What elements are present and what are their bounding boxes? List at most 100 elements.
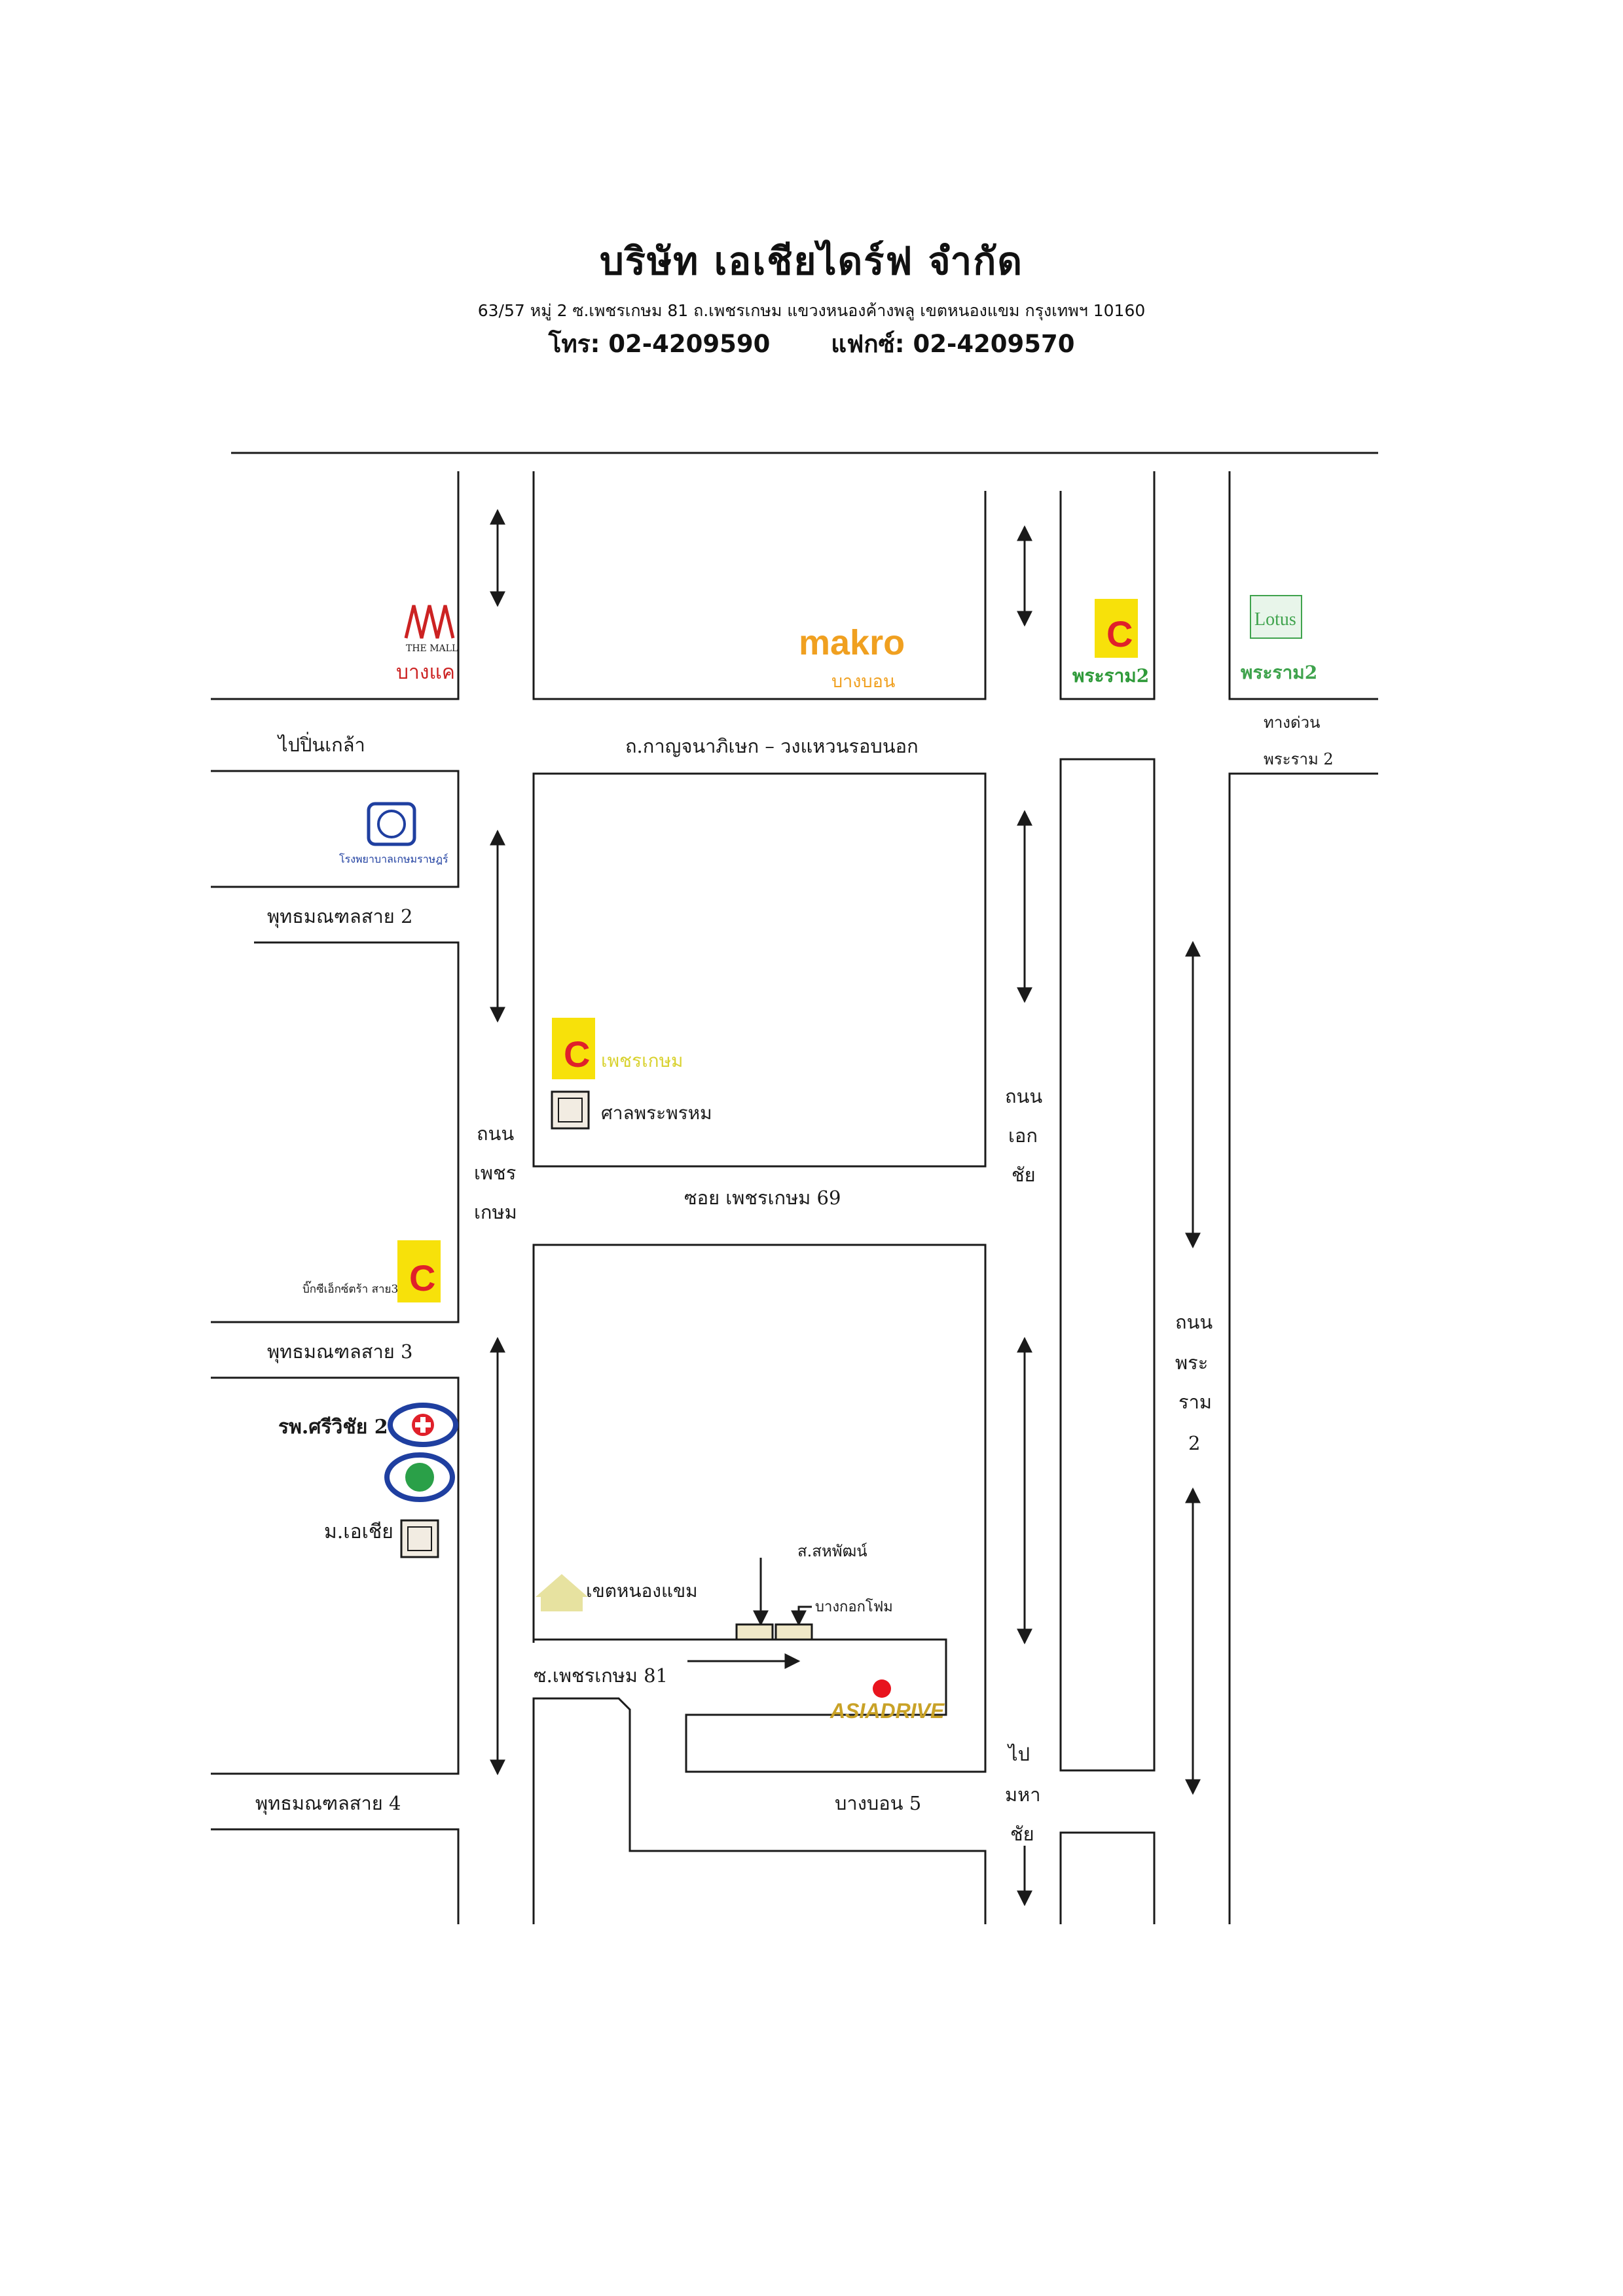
bigc-logo — [1095, 599, 1138, 658]
sriwichai-hospital-icon — [388, 1403, 458, 1447]
company-name: บริษัท เอเชียไดร์ฟ จำกัด — [599, 239, 1024, 283]
neighbour-buildings: ส.สหพัฒน์ บางกอกโฟม — [735, 1542, 893, 1641]
shrine-icon-inner — [558, 1098, 583, 1122]
hospital-globe-icon — [377, 810, 406, 838]
brahma-shrine-landmark: ศาลพระพรหม — [551, 1090, 712, 1130]
hospital-name-text: โรงพยาบาลเกษมราษฎร์ — [339, 853, 448, 865]
lotus-landmark: Lotus พระราม2 — [1241, 595, 1317, 683]
bigc-extra-logo-letter: C — [409, 1257, 435, 1299]
contact-line: โทร: 02-4209590 แฟกซ์: 02-4209570 — [0, 325, 1623, 363]
bangkok-foam-label: บางกอกโฟม — [815, 1598, 893, 1615]
s-sahapat-building — [735, 1623, 774, 1641]
bigc-phetkasem-landmark: C เพชรเกษม — [552, 1018, 684, 1079]
label-soi-phetkasem-81: ซ.เพชรเกษม 81 — [534, 1664, 668, 1687]
label-ekkachai-road-2: เอก — [1008, 1124, 1038, 1147]
asiadrive-destination: ASIADRIVE — [830, 1679, 945, 1723]
road-lines — [211, 452, 1378, 1924]
the-mall-branch-label: บางแค — [396, 661, 455, 684]
asiadrive-logo: ASIADRIVE — [830, 1699, 945, 1723]
bigc-extra-label: บิ๊กซีเอ็กซ์ตร้า สาย3 — [302, 1280, 398, 1296]
channel-3-logo-icon — [384, 1452, 455, 1502]
phone-number: โทร: 02-4209590 — [548, 330, 771, 358]
arrow-bangkok-foam — [791, 1605, 812, 1626]
label-to-mahachai-2: มหา — [1005, 1784, 1041, 1806]
makro-logo: makro — [799, 623, 905, 662]
label-expressway-rama2: พระราม 2 — [1264, 750, 1334, 768]
label-phutthamonthon-2: พุทธมณฑลสาย 2 — [267, 905, 412, 928]
district-office-base — [541, 1597, 583, 1611]
makro-landmark: makro บางบอน — [799, 623, 905, 692]
block-bigc-extra — [211, 941, 460, 1323]
block-lotus — [1228, 471, 1378, 700]
label-bang-bon-5: บางบอน 5 — [835, 1792, 921, 1814]
block-bigc-phetkasem — [532, 772, 987, 1168]
sriwichai-hospital-label: รพ.ศรีวิชัย 2 — [278, 1416, 388, 1439]
block-hospital — [211, 770, 460, 888]
bigc-extra-logo — [397, 1240, 441, 1302]
block-the-mall — [211, 471, 460, 700]
block-factory-area — [532, 1244, 987, 1773]
road-labels: ไปปิ่นเกล้า ถ.กาญจนาภิเษก – วงแหวนรอบนอก… — [255, 713, 1334, 1845]
channel-3-center-icon — [405, 1463, 434, 1492]
label-rama2-road-1: ถนน — [1175, 1311, 1213, 1333]
label-to-pinklao: ไปปิ่นเกล้า — [277, 732, 365, 756]
s-sahapat-label: ส.สหพัฒน์ — [797, 1542, 867, 1560]
label-to-mahachai-1: ไป — [1007, 1743, 1030, 1765]
makro-branch-label: บางบอน — [831, 672, 895, 692]
nong-khaem-district-label: เขตหนองแขม — [586, 1580, 698, 1602]
lotus-rama2-label: พระราม2 — [1241, 662, 1317, 683]
bigc-phetkasem-logo — [552, 1018, 595, 1079]
fax-number: แฟกซ์: 02-4209570 — [831, 330, 1075, 358]
block-south-median — [1059, 1831, 1156, 1924]
bangkok-foam-building — [775, 1623, 813, 1641]
the-mall-logo — [404, 605, 455, 639]
company-address: 63/57 หมู่ 2 ซ.เพชรเกษม 81 ถ.เพชรเกษม แข… — [477, 301, 1146, 320]
bigc-rama2-label: พระราม2 — [1072, 665, 1149, 687]
label-phetkasem-road-3: เกษม — [474, 1201, 517, 1223]
asia-university-landmark: ม.เอเชีย — [324, 1519, 439, 1558]
nong-khaem-district-landmark: เขตหนองแขม — [536, 1574, 698, 1611]
label-kanchanaphisek: ถ.กาญจนาภิเษก – วงแหวนรอบนอก — [625, 735, 919, 757]
lotus-logo — [1250, 595, 1302, 639]
label-phetkasem-road-1: ถนน — [477, 1122, 514, 1145]
shrine-icon — [551, 1090, 590, 1130]
destination-marker-icon — [873, 1679, 891, 1698]
sriwichai-hospital-landmark: รพ.ศรีวิชัย 2 — [278, 1403, 458, 1502]
label-to-mahachai-3: ชัย — [1010, 1823, 1034, 1845]
university-icon-inner — [407, 1526, 432, 1551]
bigc-phetkasem-logo-letter: C — [564, 1033, 590, 1075]
kasemrad-hospital-landmark: โรงพยาบาลเกษมราษฎร์ — [339, 802, 448, 865]
block-bang-bon — [532, 1697, 987, 1924]
label-rama2-road-2: พระ — [1175, 1352, 1208, 1374]
block-makro — [532, 471, 987, 700]
block-ekkachai-median — [1059, 758, 1156, 1772]
block-sriwichai — [211, 1376, 460, 1775]
brahma-shrine-label: ศาลพระพรหม — [601, 1102, 712, 1124]
district-office-icon — [536, 1574, 588, 1597]
asia-university-label: ม.เอเชีย — [324, 1520, 393, 1543]
label-phutthamonthon-3: พุทธมณฑลสาย 3 — [267, 1340, 412, 1363]
the-mall-landmark: THE MALL บางแค — [396, 605, 458, 684]
the-mall-wordmark: THE MALL — [406, 643, 458, 654]
block-bigc-rama2 — [1059, 471, 1156, 700]
cross-horizontal — [415, 1422, 431, 1427]
direction-arrows — [490, 509, 1201, 1907]
block-rama2-east — [1228, 772, 1378, 1924]
label-ekkachai-road-3: ชัย — [1012, 1164, 1036, 1186]
university-icon — [400, 1519, 439, 1558]
hospital-cross-icon — [367, 802, 416, 846]
label-rama2-road-4: 2 — [1188, 1432, 1200, 1454]
label-phutthamonthon-4: พุทธมณฑลสาย 4 — [255, 1792, 401, 1815]
block-southwest — [211, 1828, 460, 1924]
label-rama2-road-3: ราม — [1178, 1391, 1212, 1413]
bigc-rama2-landmark: C พระราม2 — [1072, 599, 1149, 687]
label-ekkachai-road-1: ถนน — [1005, 1085, 1042, 1107]
bigc-extra-landmark: C บิ๊กซีเอ็กซ์ตร้า สาย3 — [302, 1240, 441, 1302]
label-soi-phetkasem-69: ซอย เพชรเกษม 69 — [684, 1187, 841, 1209]
lotus-logo-text: Lotus — [1254, 609, 1296, 630]
bigc-logo-letter: C — [1106, 613, 1133, 655]
label-expressway: ทางด่วน — [1264, 713, 1320, 732]
bigc-phetkasem-label: เพชรเกษม — [601, 1050, 684, 1071]
label-phetkasem-road-2: เพชร — [474, 1162, 516, 1184]
